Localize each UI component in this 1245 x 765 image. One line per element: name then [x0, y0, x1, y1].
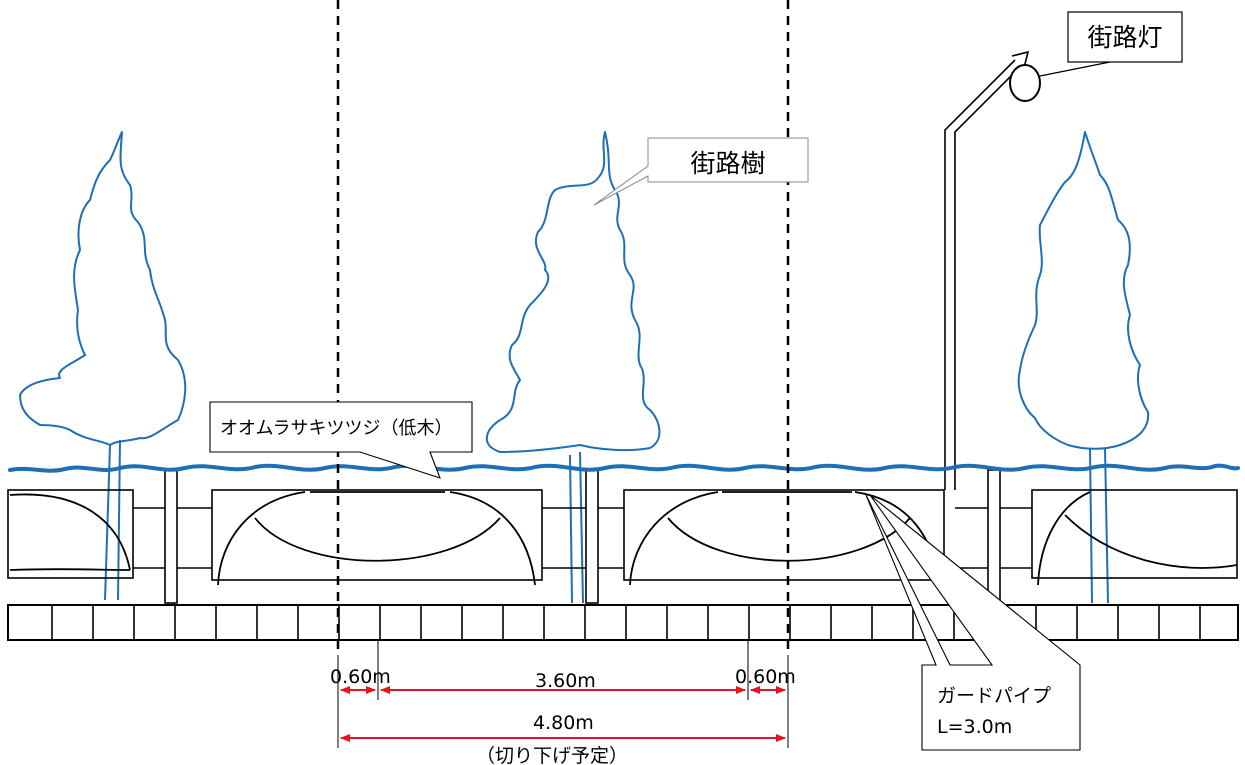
dimension-right-gap: 0.60m — [735, 666, 796, 688]
lamp-icon — [1009, 64, 1041, 102]
curb-blocks — [7, 604, 1239, 641]
dimension-left-gap: 0.60m — [330, 666, 391, 688]
svg-text:ガードパイプ: ガードパイプ — [937, 685, 1051, 707]
dimension-note: （切り下げ予定） — [476, 745, 628, 765]
shrub-label: オオムラサキツツジ（低木） — [209, 401, 473, 479]
street-tree-center — [485, 131, 661, 604]
street-tree-right — [1017, 131, 1150, 604]
street-tree-label: 街路樹 — [593, 137, 809, 206]
shrub-hedge-line — [8, 463, 1240, 473]
curb-outline — [7, 604, 1239, 641]
svg-text:街路樹: 街路樹 — [690, 149, 765, 178]
street-tree-left — [19, 131, 187, 601]
svg-text:オオムラサキツツジ（低木）: オオムラサキツツジ（低木） — [220, 418, 453, 439]
street-light-pole — [944, 50, 1121, 490]
dimension-total: 4.80m — [533, 712, 594, 734]
dimension-center: 3.60m — [535, 670, 596, 692]
guard-pipe-label: ガードパイプ L=3.0m — [865, 494, 1081, 751]
svg-text:街路灯: 街路灯 — [1087, 23, 1162, 52]
guard-pipe-fence — [7, 469, 1238, 604]
svg-text:L=3.0m: L=3.0m — [937, 716, 1012, 738]
dimension-lines — [337, 640, 789, 748]
street-light-label: 街路灯 — [1067, 11, 1183, 63]
